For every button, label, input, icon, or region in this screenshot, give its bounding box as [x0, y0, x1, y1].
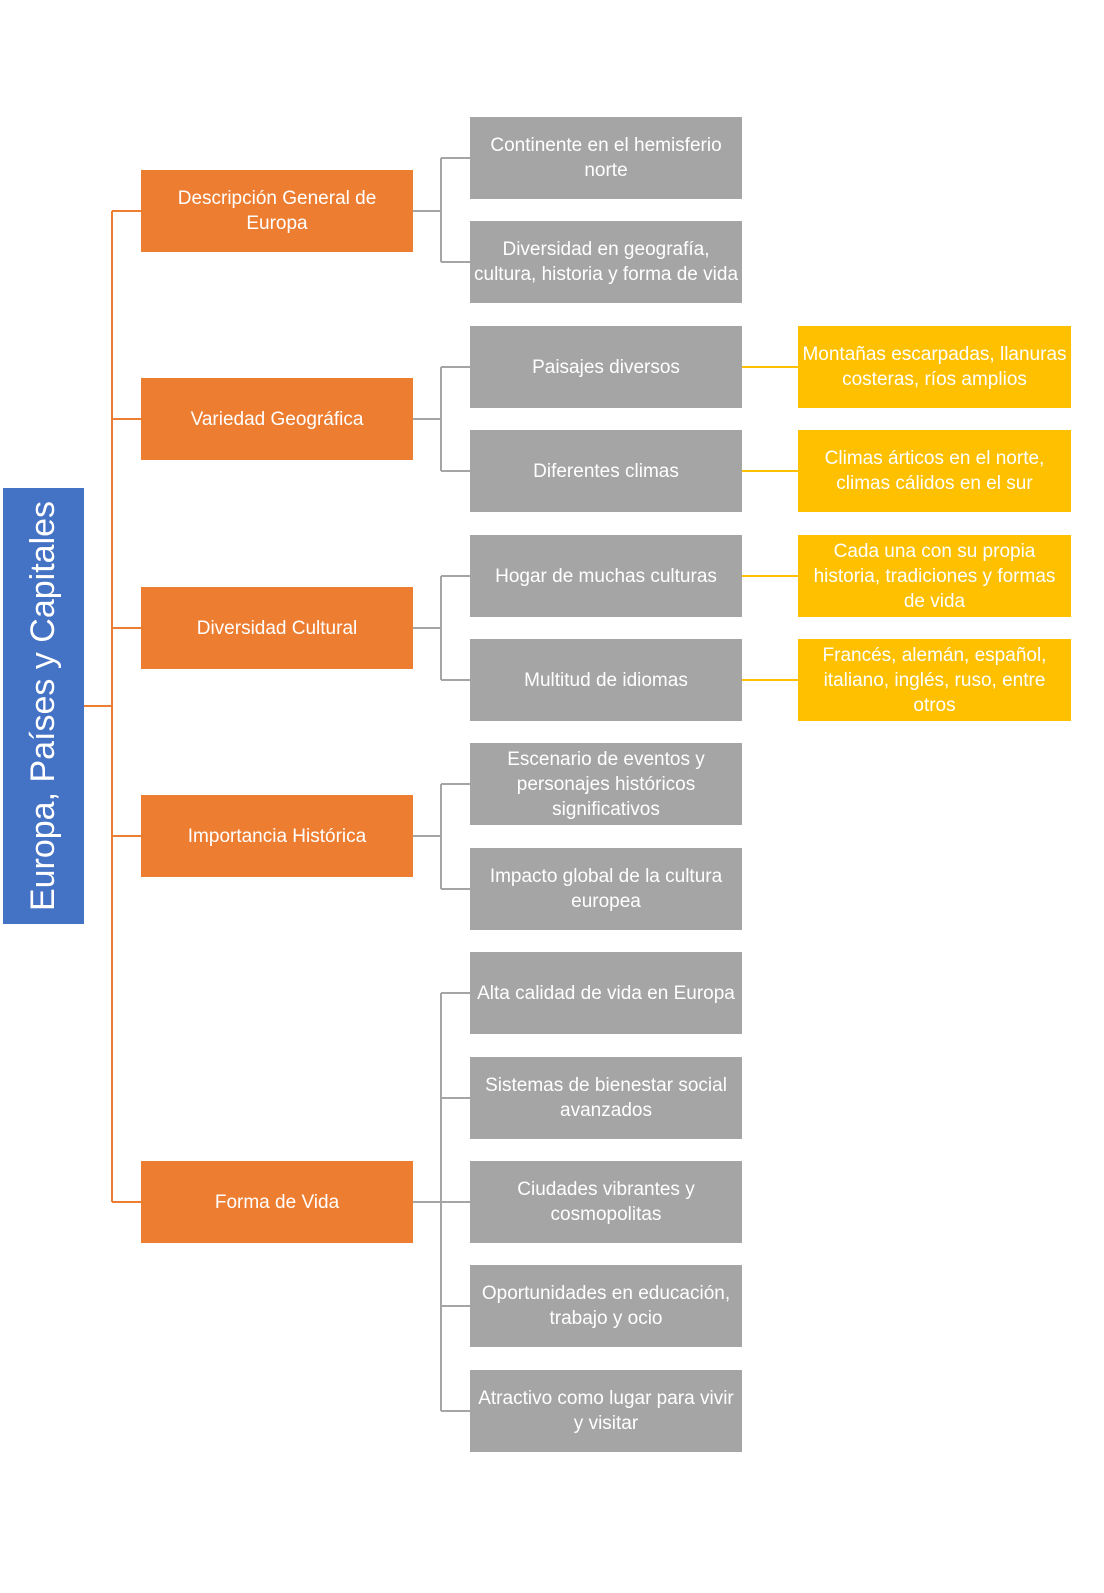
item-escenario-eventos: Escenario de eventos y personajes histór…: [470, 743, 742, 825]
item-hogar-muchas-culturas: Hogar de muchas culturas: [470, 535, 742, 617]
item-ciudades-vibrantes: Ciudades vibrantes y cosmopolitas: [470, 1161, 742, 1243]
category-descripcion-general: Descripción General de Europa: [141, 170, 413, 252]
item-paisajes-diversos: Paisajes diversos: [470, 326, 742, 408]
item-oportunidades: Oportunidades en educación, trabajo y oc…: [470, 1265, 742, 1347]
item-alta-calidad-vida: Alta calidad de vida en Europa: [470, 952, 742, 1034]
detail-idiomas-lista: Francés, alemán, español, italiano, ingl…: [798, 639, 1071, 721]
item-multitud-idiomas: Multitud de idiomas: [470, 639, 742, 721]
category-importancia-historica: Importancia Histórica: [141, 795, 413, 877]
detail-cada-una-historia: Cada una con su propia historia, tradici…: [798, 535, 1071, 617]
item-diferentes-climas: Diferentes climas: [470, 430, 742, 512]
item-impacto-global: Impacto global de la cultura europea: [470, 848, 742, 930]
category-variedad-geografica: Variedad Geográfica: [141, 378, 413, 460]
category-forma-de-vida: Forma de Vida: [141, 1161, 413, 1243]
item-diversidad-geografia-cultura: Diversidad en geografía, cultura, histor…: [470, 221, 742, 303]
detail-climas-articos: Climas árticos en el norte, climas cálid…: [798, 430, 1071, 512]
item-bienestar-social: Sistemas de bienestar social avanzados: [470, 1057, 742, 1139]
item-atractivo-lugar: Atractivo como lugar para vivir y visita…: [470, 1370, 742, 1452]
item-continente-hemisferio-norte: Continente en el hemisferio norte: [470, 117, 742, 199]
root-node: Europa, Países y Capitales: [3, 488, 84, 924]
category-diversidad-cultural: Diversidad Cultural: [141, 587, 413, 669]
detail-montanas-llanuras: Montañas escarpadas, llanuras costeras, …: [798, 326, 1071, 408]
